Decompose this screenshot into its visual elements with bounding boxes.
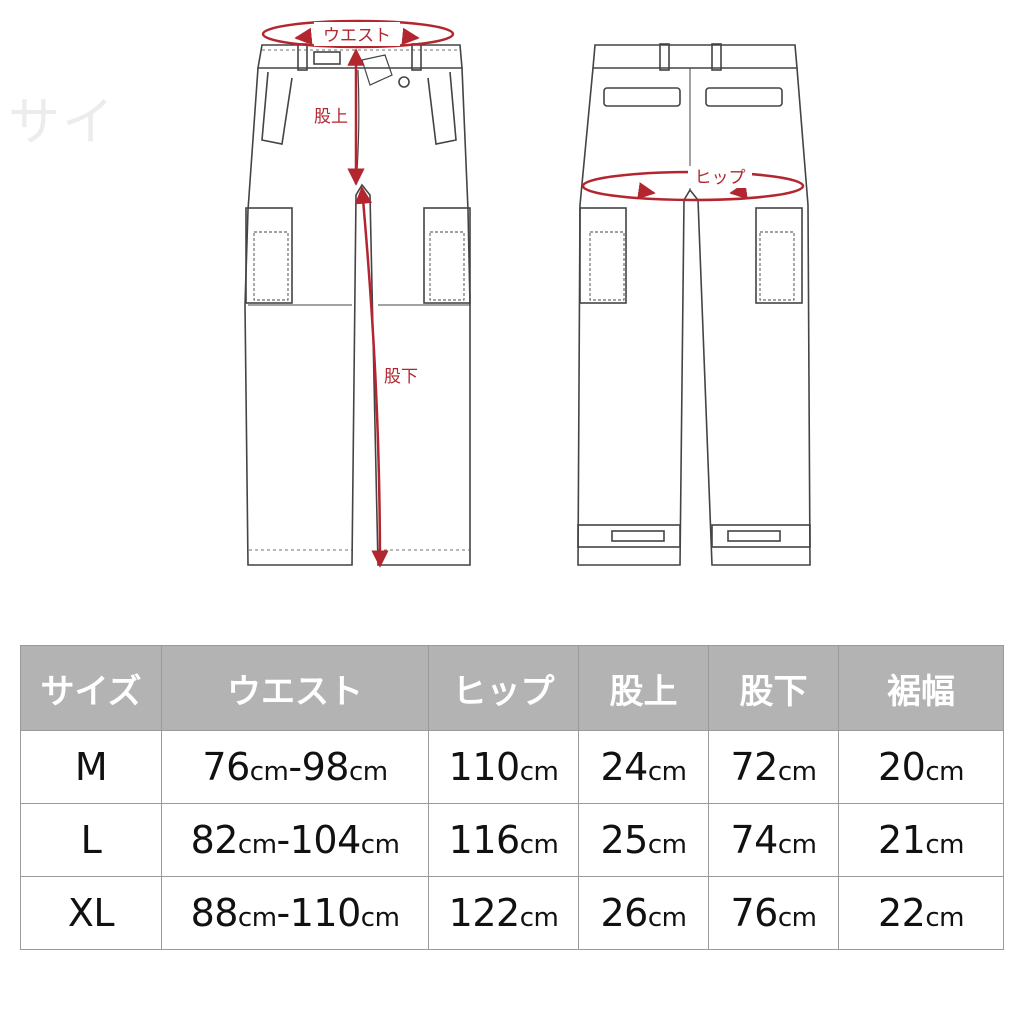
hip-cell: 122cm — [428, 876, 579, 950]
value: 21 — [878, 818, 926, 862]
front-view — [244, 43, 471, 566]
value: 82 — [190, 818, 239, 862]
unit: cm — [777, 830, 817, 860]
value: 20 — [878, 745, 926, 789]
size-cell: XL — [20, 876, 162, 950]
inseam-cell: 72cm — [708, 730, 839, 804]
value: 22 — [878, 891, 926, 935]
table-row: L 82cm-104cm 116cm 25cm 74cm 21cm — [20, 803, 1004, 877]
header-waist: ウエスト — [161, 645, 429, 731]
value: 110 — [448, 745, 521, 789]
hip-cell: 110cm — [428, 730, 579, 804]
value: 76 — [202, 745, 250, 789]
value: 25 — [600, 818, 649, 862]
unit: cm — [925, 903, 964, 933]
value: 122 — [448, 891, 521, 935]
unit: cm — [647, 830, 687, 860]
unit: cm — [925, 830, 964, 860]
unit: cm — [348, 757, 388, 787]
value: 24 — [600, 745, 649, 789]
unit: cm — [777, 757, 817, 787]
hem-cell: 20cm — [838, 730, 1004, 804]
unit: cm — [249, 757, 289, 787]
unit: cm — [237, 830, 277, 860]
hip-label: ヒップ — [695, 168, 746, 188]
unit: cm — [519, 903, 559, 933]
waist-cell: 76cm-98cm — [161, 730, 429, 804]
unit: cm — [777, 903, 817, 933]
inseam-label: 股下 — [384, 367, 418, 387]
value: 116 — [448, 818, 521, 862]
pants-diagram: ウエスト 股上 股下 ヒップ — [244, 19, 811, 568]
header-hip: ヒップ — [428, 645, 579, 731]
rise-label: 股上 — [314, 107, 348, 127]
value: 26 — [600, 891, 649, 935]
inseam-cell: 74cm — [708, 803, 839, 877]
value: 72 — [730, 745, 779, 789]
rise-cell: 26cm — [578, 876, 709, 950]
back-view — [577, 43, 811, 566]
header-rise: 股上 — [578, 645, 709, 731]
rise-cell: 24cm — [578, 730, 709, 804]
unit: cm — [925, 757, 964, 787]
table-row: XL 88cm-110cm 122cm 26cm 76cm 22cm — [20, 876, 1004, 950]
size-cell: L — [20, 803, 162, 877]
waist-cell: 82cm-104cm — [161, 803, 429, 877]
size-table: サイズ ウエスト ヒップ 股上 股下 裾幅 M 76cm-98cm 110cm … — [20, 645, 1004, 950]
value: 76 — [730, 891, 779, 935]
waist-cell: 88cm-110cm — [161, 876, 429, 950]
hem-cell: 22cm — [838, 876, 1004, 950]
unit: cm — [360, 830, 400, 860]
table-header-row: サイズ ウエスト ヒップ 股上 股下 裾幅 — [20, 645, 1004, 731]
hip-cell: 116cm — [428, 803, 579, 877]
header-inseam: 股下 — [708, 645, 839, 731]
unit: cm — [519, 830, 559, 860]
watermark-text: サイ — [8, 93, 117, 153]
rise-cell: 25cm — [578, 803, 709, 877]
value: 74 — [730, 818, 779, 862]
unit: cm — [360, 903, 400, 933]
table-row: M 76cm-98cm 110cm 24cm 72cm 20cm — [20, 730, 1004, 804]
value: -98 — [288, 745, 349, 789]
waist-label: ウエスト — [323, 26, 391, 46]
header-hem-width: 裾幅 — [838, 645, 1004, 731]
hem-cell: 21cm — [838, 803, 1004, 877]
value: 88 — [190, 891, 239, 935]
inseam-cell: 76cm — [708, 876, 839, 950]
unit: cm — [237, 903, 277, 933]
unit: cm — [647, 903, 687, 933]
size-cell: M — [20, 730, 162, 804]
unit: cm — [647, 757, 687, 787]
value: -104 — [276, 818, 362, 862]
unit: cm — [519, 757, 559, 787]
annotations: ウエスト 股上 股下 ヒップ — [261, 19, 805, 568]
value: -110 — [276, 891, 362, 935]
header-size: サイズ — [20, 645, 162, 731]
